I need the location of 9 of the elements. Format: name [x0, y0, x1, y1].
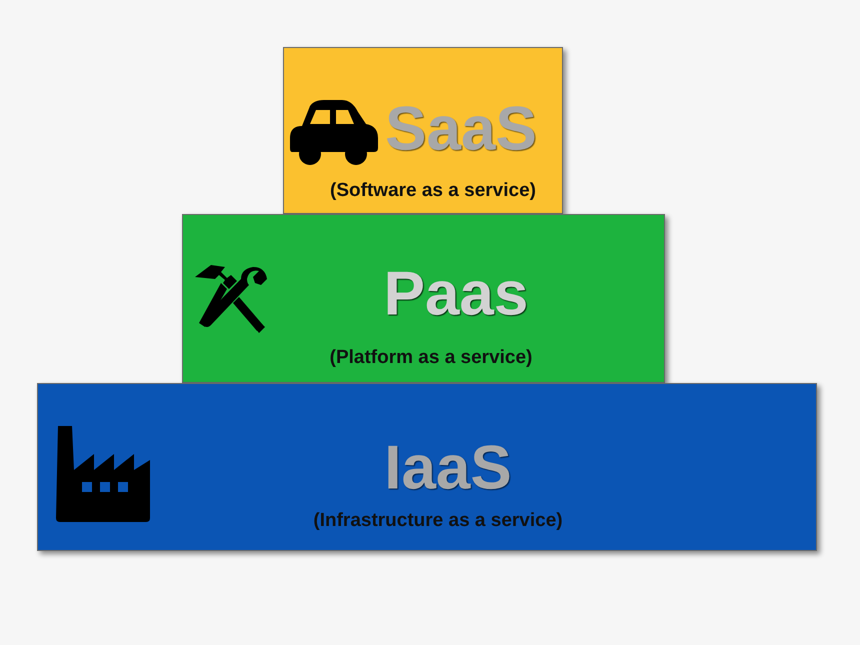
layer-box — [283, 47, 563, 214]
layer-title: Paas — [384, 258, 528, 330]
layer-box — [182, 214, 665, 383]
layer-box — [37, 383, 817, 551]
layer-title: IaaS — [384, 432, 512, 504]
layer-title: SaaS — [385, 94, 537, 164]
layer-subtitle: (Software as a service) — [330, 180, 536, 202]
layer-subtitle: (Platform as a service) — [330, 347, 532, 369]
layer-subtitle: (Infrastructure as a service) — [313, 510, 563, 532]
